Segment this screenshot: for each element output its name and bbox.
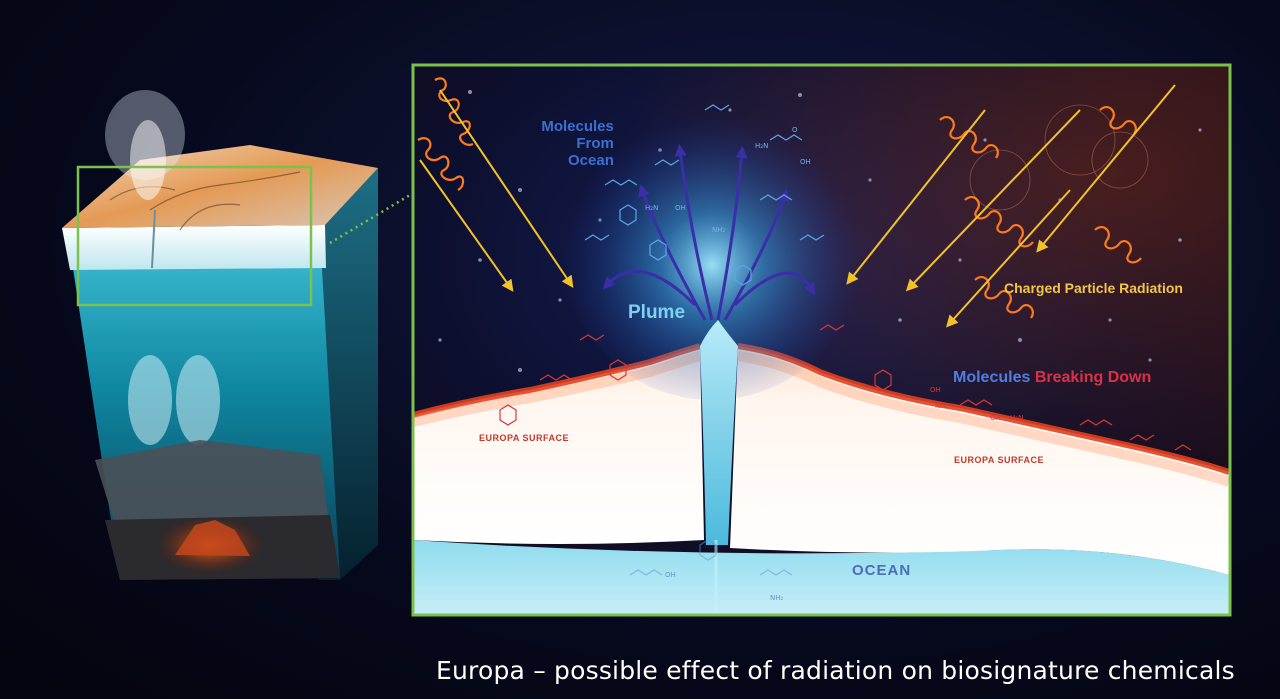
europa-surface-right-label: EUROPA SURFACE (954, 455, 1045, 465)
molecules-from-ocean-line-3: Ocean (568, 152, 614, 169)
molecule-fragment: H₂N (1010, 414, 1023, 422)
plume-arrow-6 (733, 271, 815, 307)
molecule-sketch (579, 334, 605, 341)
ice-crust-left (413, 346, 704, 544)
europa-cross-section-cube (62, 90, 411, 580)
radiation-coils (417, 77, 1142, 319)
radiation-rings (969, 104, 1149, 211)
molecules-breaking-down-part-2: Breaking Down (1034, 369, 1152, 386)
molecule-sketch (704, 104, 730, 111)
coil-2 (417, 137, 465, 191)
molecule-fragment: OH (800, 158, 811, 166)
molecule-fragments: H₂N OH O NH₂ H₂N OH NH₂ OH H₂N OH NH₂ OH (645, 126, 1023, 602)
charged-particle-radiation-label: Charged Particle Radiation (1004, 280, 1183, 296)
plume-arrows (602, 144, 815, 321)
molecule-sketch (539, 374, 573, 381)
plume-glow (562, 100, 862, 400)
molecule-sketch (604, 179, 638, 186)
radiation-arrow-4 (905, 109, 1081, 292)
molecule-sketch (1079, 419, 1113, 426)
molecule-sketch (629, 569, 663, 576)
molecule-fragment: OH (675, 204, 686, 212)
plume-arrow-3 (638, 184, 707, 321)
ocean-label: OCEAN (852, 562, 912, 579)
figure-caption: Europa – possible effect of radiation on… (436, 656, 1235, 685)
molecule-fragment: OH (665, 571, 676, 579)
molecule-sketches (499, 104, 1192, 576)
molecule-fragment: O (792, 126, 798, 134)
plume-arrow-5 (602, 269, 697, 307)
molecules-from-ocean-label: Molecules From Ocean (540, 118, 614, 169)
molecule-sketch (759, 569, 793, 576)
molecule-sketch (1174, 444, 1192, 451)
molecule-sketch (609, 359, 627, 381)
molecule-sketch (799, 234, 825, 241)
cube-ice-crack (151, 209, 156, 269)
molecules-breaking-down-part-1: Molecules (953, 369, 1031, 386)
radiation-arrow-6 (1036, 84, 1176, 253)
molecule-sketch (769, 134, 803, 141)
molecule-fragment: NH₂ (712, 226, 726, 234)
plume-arrow-1 (674, 144, 714, 321)
cube-ice-layer (62, 225, 326, 270)
molecules-from-ocean-line-2: From (576, 135, 614, 152)
cube-vent-plume-left (128, 355, 172, 445)
coil-4 (964, 195, 1034, 248)
molecule-fragment: OH (990, 414, 1001, 422)
cube-top-surface (62, 145, 378, 228)
panel-frame (411, 63, 1232, 617)
cube-vent-plume-right (176, 355, 220, 445)
coil-7 (1094, 225, 1142, 264)
molecule-fragment: H₂N (645, 204, 658, 212)
molecule-fragment: NH₂ (770, 594, 784, 602)
plume-jet (700, 320, 738, 545)
coil-1 (434, 77, 474, 146)
molecule-sketch (1129, 434, 1155, 441)
radiation-arrow-3 (846, 109, 986, 285)
molecules-breaking-down-label: Molecules Breaking Down (953, 369, 1151, 387)
molecule-sketch (699, 539, 717, 561)
molecule-sketch (759, 194, 793, 201)
molecule-fragment: H₂N (755, 142, 768, 150)
molecule-sketch (654, 159, 680, 166)
plume-arrow-2 (716, 146, 748, 321)
cube-seafloor (95, 440, 330, 540)
molecules-from-ocean-line-1: Molecules (541, 118, 614, 135)
ice-crust-right (730, 346, 1229, 575)
molecule-sketch (959, 399, 993, 406)
molecule-fragment: NH₂ (935, 402, 949, 410)
coil-5 (974, 275, 1034, 319)
molecule-sketch (649, 239, 667, 261)
plume-arrow-4 (723, 189, 789, 321)
coil-6 (1099, 105, 1137, 135)
radiation-arrow-2 (419, 159, 514, 292)
zoomed-panel: H₂N OH O NH₂ H₂N OH NH₂ OH H₂N OH NH₂ OH (411, 63, 1232, 617)
ocean-region (413, 540, 1229, 614)
molecule-fragment: OH (930, 386, 941, 394)
molecule-sketch (819, 324, 845, 331)
radiation-arrows (419, 84, 1176, 328)
plume-label: Plume (628, 302, 686, 323)
radiation-arrow-5 (945, 189, 1071, 328)
molecule-sketch (734, 264, 752, 286)
molecule-sketch (874, 369, 892, 391)
radiation-arrow-1 (439, 89, 574, 288)
molecule-sketch (619, 204, 637, 226)
europa-surface-left-label: EUROPA SURFACE (479, 433, 570, 443)
cube-zoom-box (76, 165, 313, 307)
coil-3 (939, 115, 999, 159)
molecule-sketch (584, 234, 610, 241)
molecule-sketch (499, 404, 517, 426)
